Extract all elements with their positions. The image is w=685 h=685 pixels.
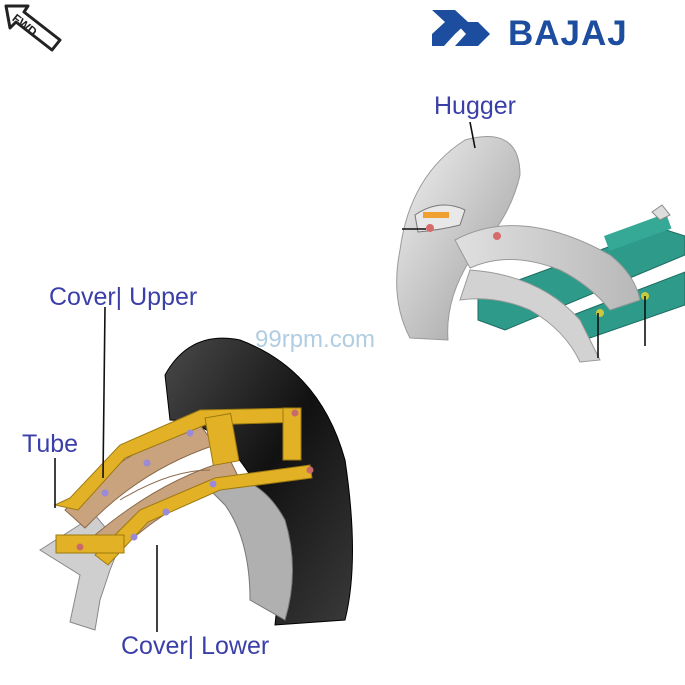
label-tube: Tube [22,430,79,458]
label-cover-lower: Cover| Lower [121,632,270,660]
hugger-leader-line [469,121,476,149]
cover-upper-leader-line [102,306,106,479]
label-hugger: Hugger [434,92,516,120]
brand-name: BAJAJ [508,14,628,53]
bajaj-logo-icon [432,10,490,46]
fwd-arrow-icon [4,4,62,52]
label-cover-upper: Cover| Upper [49,283,198,311]
hugger-assembly [396,136,685,363]
leader-lines [54,121,646,632]
mudguard-assembly [39,337,353,631]
watermark: 99rpm.com [255,326,376,353]
